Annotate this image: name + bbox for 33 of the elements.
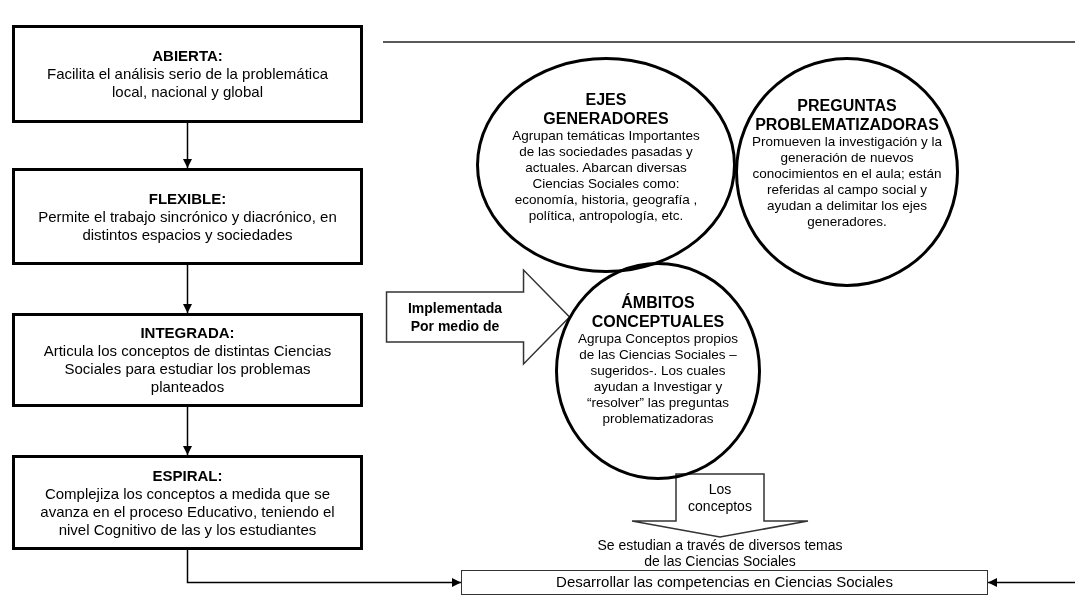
arrow: [183, 406, 192, 456]
box-text: Permite el trabajo sincrónico y diacrónico, en distintos espacios y sociedades: [37, 207, 338, 244]
venn-circle: [735, 57, 959, 287]
circle-heading: EJES GENERADORES: [542, 90, 670, 128]
result-box: [461, 570, 988, 595]
box-heading: ESPIRAL:: [152, 466, 223, 485]
block-arrow: [385, 268, 571, 366]
process-box: [12, 455, 363, 550]
venn-circle: [476, 57, 736, 273]
circle-text: Agrupan temáticas Importantes de las sociedades pasadas y actuales. Abarcan diversas Ciencias Sociales como: economía, historia, geografía , política, antropología, etc.: [511, 128, 701, 224]
venn-circle: [555, 262, 761, 480]
circle-text: Agrupa Conceptos propios de las Ciencias Sociales –sugeridos-. Los cuales ayudan a Investigar y “resolver” las preguntas problematizadoras: [577, 331, 739, 427]
arrow: [987, 578, 1075, 587]
process-box: [12, 313, 363, 407]
result-text: Desarrollar las competencias en Ciencias Sociales: [556, 572, 893, 593]
box-text: Complejiza los conceptos a medida que se avanza en el proceso Educativo, teniendo el nivel Cognitivo de las y los estudiantes: [39, 484, 336, 539]
edge-label: Los conceptos: [687, 480, 753, 515]
arrow: [183, 122, 192, 169]
box-heading: INTEGRADA:: [140, 324, 235, 342]
circle-heading: PREGUNTAS PROBLEMATIZADORAS: [754, 96, 940, 134]
arrow: [183, 264, 192, 314]
box-text: Articula los conceptos de distintas Ciencias Sociales para estudiar los problemas planteados: [42, 342, 333, 396]
circle-heading: ÁMBITOS CONCEPTUALES: [590, 293, 726, 331]
circle-text: Promueven la investigación y la generación de nuevos conocimientos en el aula; están referidas al campo social y ayudan a delimitar los ejes generadores.: [751, 134, 943, 230]
edge-label: Implementada Por medio de: [406, 299, 504, 335]
note-text: Se estudian a través de diversos temas de las Ciencias Sociales: [596, 537, 844, 569]
arrow: [186, 549, 462, 587]
box-heading: ABIERTA:: [152, 47, 223, 65]
box-text: Facilita el análisis serio de la problemática local, nacional y global: [46, 65, 329, 101]
box-heading: FLEXIBLE:: [148, 189, 227, 208]
process-box: [12, 168, 363, 265]
block-arrow: [631, 473, 809, 538]
process-box: [12, 25, 363, 123]
